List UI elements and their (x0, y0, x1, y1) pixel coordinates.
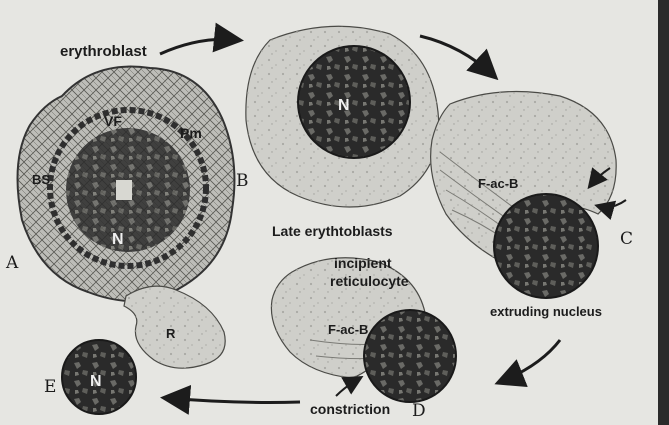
label-constriction: constriction (310, 401, 390, 417)
panel-label-e: E (44, 377, 56, 397)
arrow-b-to-c (420, 36, 494, 76)
panel-label-d: D (412, 401, 426, 421)
cell-c-extruding-nucleus: F-ac-B (431, 92, 617, 299)
label-facb-d: F-ac-B (328, 322, 368, 337)
arrow-c-to-d (500, 340, 560, 382)
label-extruding-nucleus: extruding nucleus (490, 304, 602, 319)
panel-label-b: B (236, 171, 249, 191)
label-n-e: N (90, 373, 102, 390)
cell-d-incipient-reticulocyte: incipient reticulocyte F-ac-B (271, 255, 456, 402)
cell-e-reticulocyte-and-nucleus: R N (62, 286, 225, 414)
cell-b-late-erythroblast: N (246, 26, 439, 207)
label-bs: BS (32, 172, 50, 187)
label-late-erythroblasts: Late erythtoblasts (272, 223, 393, 239)
label-incipient: incipient (334, 255, 392, 271)
arrow-a-to-b (160, 39, 238, 54)
label-r: R (166, 326, 176, 341)
label-n-a: N (112, 231, 124, 248)
cell-a-erythroblast: VF Pm BS N (18, 67, 235, 302)
arrow-constriction-d (336, 378, 360, 396)
label-n-b: N (338, 97, 350, 114)
label-facb-c: F-ac-B (478, 176, 518, 191)
panel-label-a: A (5, 253, 19, 273)
label-reticulocyte: reticulocyte (330, 273, 409, 289)
label-pm: Pm (180, 125, 202, 141)
arrow-d-to-e (166, 398, 300, 403)
label-erythroblast: erythroblast (60, 43, 147, 60)
edge-strip (658, 0, 669, 425)
label-vf: VF (104, 113, 122, 129)
panel-label-c: C (620, 229, 633, 249)
